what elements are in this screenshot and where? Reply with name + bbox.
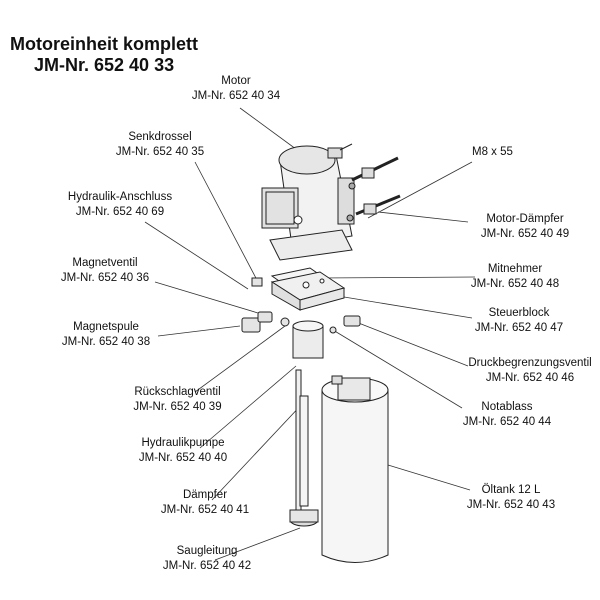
- label-magnetspule: Magnetspule JM-Nr. 652 40 38: [50, 320, 162, 350]
- label-motor-daempfer-name: Motor-Dämpfer: [486, 213, 564, 225]
- label-notablass-name: Notablass: [481, 401, 533, 413]
- pump-part: [292, 320, 324, 359]
- label-senkdrossel-name: Senkdrossel: [128, 131, 192, 143]
- label-steuerblock: Steuerblock JM-Nr. 652 40 47: [464, 306, 574, 336]
- label-daempfer: Dämpfer JM-Nr. 652 40 41: [150, 488, 260, 518]
- title-line-2: JM-Nr. 652 40 33: [34, 55, 175, 75]
- leader-saugleitung: [214, 527, 301, 561]
- label-motor-name: Motor: [221, 75, 251, 87]
- steuerblock-part: [270, 271, 346, 311]
- label-druckbegrenzung-name: Druckbegrenzungsventil: [468, 357, 592, 369]
- label-daempfer-name: Dämpfer: [182, 489, 228, 501]
- label-oeltank: Öltank 12 L JM-Nr. 652 40 43: [456, 483, 566, 513]
- leader-motor: [239, 107, 301, 153]
- label-notablass: Notablass JM-Nr. 652 40 44: [452, 400, 562, 430]
- oeltank-part: [321, 375, 389, 563]
- leader-mitnehmer: [317, 276, 476, 279]
- label-hydraulik-anschluss-name: Hydraulik-Anschluss: [67, 191, 173, 203]
- label-saugleitung-nr: JM-Nr. 652 40 42: [162, 560, 252, 572]
- label-magnetventil-nr: JM-Nr. 652 40 36: [60, 272, 150, 284]
- leader-daempfer: [211, 401, 305, 501]
- leader-druckbegrenzung: [355, 321, 469, 367]
- leader-motor-daempfer: [377, 211, 469, 223]
- label-saugleitung: Saugleitung JM-Nr. 652 40 42: [152, 544, 262, 574]
- label-rueckschlagventil-name: Rückschlagventil: [134, 386, 221, 398]
- label-oeltank-name: Öltank 12 L: [481, 484, 541, 496]
- label-rueckschlagventil-nr: JM-Nr. 652 40 39: [133, 401, 222, 413]
- diagram-title: Motoreinheit komplett JM-Nr. 652 40 33: [10, 34, 198, 76]
- label-m8: M8 x 55: [472, 145, 542, 160]
- label-motor-nr: JM-Nr. 652 40 34: [191, 90, 281, 102]
- label-motor-daempfer: Motor-Dämpfer JM-Nr. 652 40 49: [470, 212, 580, 242]
- leader-lines: [144, 107, 476, 561]
- leader-magnetventil: [154, 281, 259, 314]
- saugleitung-part: [289, 369, 319, 527]
- label-druckbegrenzung: Druckbegrenzungsventil JM-Nr. 652 40 46: [462, 356, 598, 386]
- leader-hydraulikpumpe: [199, 365, 297, 449]
- leader-m8: [367, 161, 473, 219]
- label-magnetventil-name: Magnetventil: [72, 257, 138, 269]
- leader-magnetspule: [157, 325, 241, 337]
- valve-fittings: [241, 277, 361, 334]
- label-mitnehmer-name: Mitnehmer: [487, 263, 543, 275]
- leader-hydraulik-anschluss: [144, 221, 249, 290]
- label-mitnehmer: Mitnehmer JM-Nr. 652 40 48: [460, 262, 570, 292]
- label-hydraulikpumpe: Hydraulikpumpe JM-Nr. 652 40 40: [128, 436, 238, 466]
- label-rueckschlagventil: Rückschlagventil JM-Nr. 652 40 39: [120, 385, 235, 415]
- label-hydraulikpumpe-name: Hydraulikpumpe: [141, 437, 225, 449]
- leader-steuerblock: [337, 295, 473, 319]
- label-hydraulik-anschluss: Hydraulik-Anschluss JM-Nr. 652 40 69: [55, 190, 185, 220]
- bolts-m8: [339, 143, 401, 222]
- label-steuerblock-nr: JM-Nr. 652 40 47: [474, 322, 564, 334]
- label-steuerblock-name: Steuerblock: [488, 307, 550, 319]
- label-notablass-nr: JM-Nr. 652 40 44: [462, 416, 552, 428]
- motor-part: [261, 145, 355, 261]
- leader-oeltank: [387, 464, 471, 491]
- label-motor-daempfer-nr: JM-Nr. 652 40 49: [480, 228, 570, 240]
- label-motor: Motor JM-Nr. 652 40 34: [186, 74, 286, 104]
- label-hydraulik-anschluss-nr: JM-Nr. 652 40 69: [75, 206, 165, 218]
- leader-rueckschlagventil: [194, 325, 286, 393]
- label-mitnehmer-nr: JM-Nr. 652 40 48: [470, 278, 560, 290]
- label-saugleitung-name: Saugleitung: [176, 545, 238, 557]
- label-oeltank-nr: JM-Nr. 652 40 43: [466, 499, 556, 511]
- leader-senkdrossel: [194, 161, 259, 283]
- label-hydraulikpumpe-nr: JM-Nr. 652 40 40: [138, 452, 228, 464]
- leader-notablass: [332, 329, 463, 409]
- label-magnetspule-name: Magnetspule: [73, 321, 139, 333]
- label-daempfer-nr: JM-Nr. 652 40 41: [160, 504, 250, 516]
- label-magnetventil: Magnetventil JM-Nr. 652 40 36: [50, 256, 160, 286]
- label-senkdrossel: Senkdrossel JM-Nr. 652 40 35: [105, 130, 215, 160]
- label-magnetspule-nr: JM-Nr. 652 40 38: [61, 336, 151, 348]
- label-m8-name: M8 x 55: [472, 146, 513, 158]
- label-druckbegrenzung-nr: JM-Nr. 652 40 46: [485, 372, 575, 384]
- title-line-1: Motoreinheit komplett: [10, 34, 198, 54]
- label-senkdrossel-nr: JM-Nr. 652 40 35: [115, 146, 205, 158]
